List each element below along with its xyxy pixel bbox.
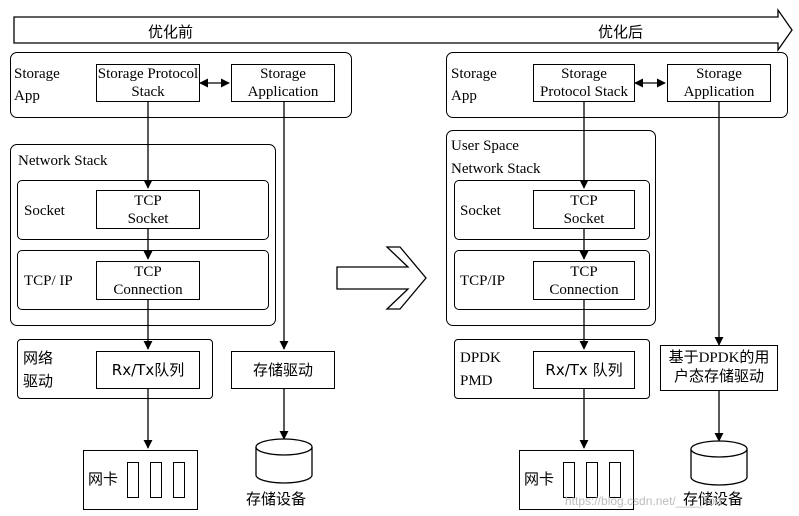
header-before-label: 优化前 [148,23,194,41]
left-tcp-socket-box: TCP Socket [96,190,200,229]
left-storage-driver-box: 存储驱动 [231,351,335,389]
right-storage-app-box [446,52,788,118]
left-storage-driver-text: 存储驱动 [252,361,313,379]
left-protocol-stack-text: Storage Protocol Stack [97,66,199,100]
right-application-box: Storage Application [667,64,771,102]
left-driver-box [17,339,213,399]
right-device-label: 存储设备 [683,490,744,508]
left-application-text: Storage Application [247,66,319,100]
left-nic-port-3 [173,462,185,498]
left-nic-label: 网卡 [88,470,119,488]
storage-device-cylinder-left [255,438,313,484]
right-nic-port-2 [586,462,598,498]
right-tcp-socket-box: TCP Socket [533,190,635,229]
right-socket-label: Socket [460,203,501,219]
right-nic-label: 网卡 [524,470,555,488]
right-storage-driver-box: 基于DPDK的用户态存储驱动 [660,345,778,391]
left-network-stack-box [10,144,276,326]
right-tcp-connection-text: TCP Connection [549,263,619,298]
right-storage-driver-text: 基于DPDK的用户态存储驱动 [668,350,770,385]
right-nic-box [519,450,634,510]
right-network-stack-box [446,130,656,326]
right-tcp-socket-text: TCP Socket [563,192,605,227]
right-application-text: Storage Application [683,66,755,100]
left-network-stack-label: Network Stack [18,153,108,169]
left-nic-port-2 [150,462,162,498]
right-tcpip-label: TCP/IP [460,273,506,289]
right-driver-box [454,339,650,399]
left-application-box: Storage Application [231,64,335,102]
left-rxtx-box: Rx/Tx队列 [96,351,200,389]
right-protocol-stack-text: Storage Protocol Stack [540,66,628,100]
left-protocol-stack-box: Storage Protocol Stack [96,64,200,102]
left-driver-label: 网络驱动 [23,349,54,390]
left-tcpip-label: TCP/ IP [24,273,73,289]
left-tcpip-box [17,250,269,310]
left-socket-label: Socket [24,203,65,219]
left-device-label: 存储设备 [246,490,307,508]
right-rxtx-box: Rx/Tx 队列 [533,351,635,389]
left-nic-box [83,450,198,510]
left-nic-port-1 [127,462,139,498]
right-rxtx-text: Rx/Tx 队列 [545,361,623,379]
right-protocol-stack-box: Storage Protocol Stack [533,64,635,102]
right-tcp-connection-box: TCP Connection [533,261,635,300]
right-tcpip-box [454,250,650,310]
right-nic-port-3 [609,462,621,498]
left-socket-box [17,180,269,240]
left-tcp-connection-box: TCP Connection [96,261,200,300]
storage-device-cylinder-right [690,440,748,486]
header-after-label: 优化后 [598,23,644,41]
right-network-stack-label: User Space Network Stack [451,138,541,177]
left-storage-app-box [10,52,352,118]
right-nic-port-1 [563,462,575,498]
left-rxtx-text: Rx/Tx队列 [111,361,185,379]
left-storage-app-label: Storage App [14,66,60,104]
right-driver-label: DPDK PMD [460,350,501,389]
transition-arrow [336,246,427,310]
right-socket-box [454,180,650,240]
right-storage-app-label: Storage App [451,66,497,104]
timeline-arrow [13,7,793,53]
left-tcp-connection-text: TCP Connection [113,263,183,298]
left-tcp-socket-text: TCP Socket [127,192,169,227]
watermark-text: https://blog.csdn.net/____Toa [565,494,722,508]
